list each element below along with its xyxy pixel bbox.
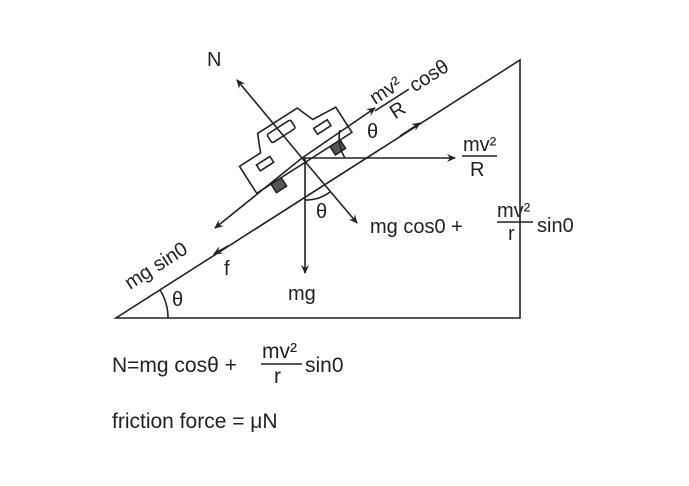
mgcos-denominator: r xyxy=(508,223,515,245)
centripetal-cos-suffix: cosθ xyxy=(405,56,452,97)
normal-equation-denominator: r xyxy=(274,365,281,388)
friction-label: f xyxy=(224,258,230,280)
mgcos-suffix: sin0 xyxy=(537,215,574,237)
normal-equation-numerator: mv² xyxy=(262,340,297,363)
centripetal-cos-arrow xyxy=(301,107,376,159)
centripetal-numerator: mv² xyxy=(463,134,497,156)
centripetal-denominator: R xyxy=(470,159,484,181)
car-icon xyxy=(238,106,354,195)
mg-sin-arrow xyxy=(214,157,303,229)
theta-top-label: θ xyxy=(367,121,378,143)
car-angle-arc xyxy=(304,191,331,201)
base-angle-arc xyxy=(159,289,169,319)
theta-car-label: θ xyxy=(316,201,327,223)
normal-down-line xyxy=(301,157,358,224)
incline-direction-arrow xyxy=(399,122,421,137)
friction-equation: friction force = μN xyxy=(112,410,278,433)
normal-equation-suffix: sin0 xyxy=(305,354,344,377)
mg-sin-label: mg sin0 xyxy=(121,238,192,294)
mgcos-prefix: mg cos0 + xyxy=(370,216,463,238)
normal-force-arrow xyxy=(236,79,303,159)
theta-base-label: θ xyxy=(172,289,183,311)
top-angle-arc xyxy=(338,129,346,159)
friction-arrow xyxy=(213,245,229,255)
normal-equation-prefix: N=mg cosθ + xyxy=(112,354,237,377)
normal-label: N xyxy=(207,49,221,71)
incline-triangle xyxy=(113,58,521,319)
weight-label: mg xyxy=(288,283,316,305)
mgcos-numerator: mv² xyxy=(497,200,531,222)
